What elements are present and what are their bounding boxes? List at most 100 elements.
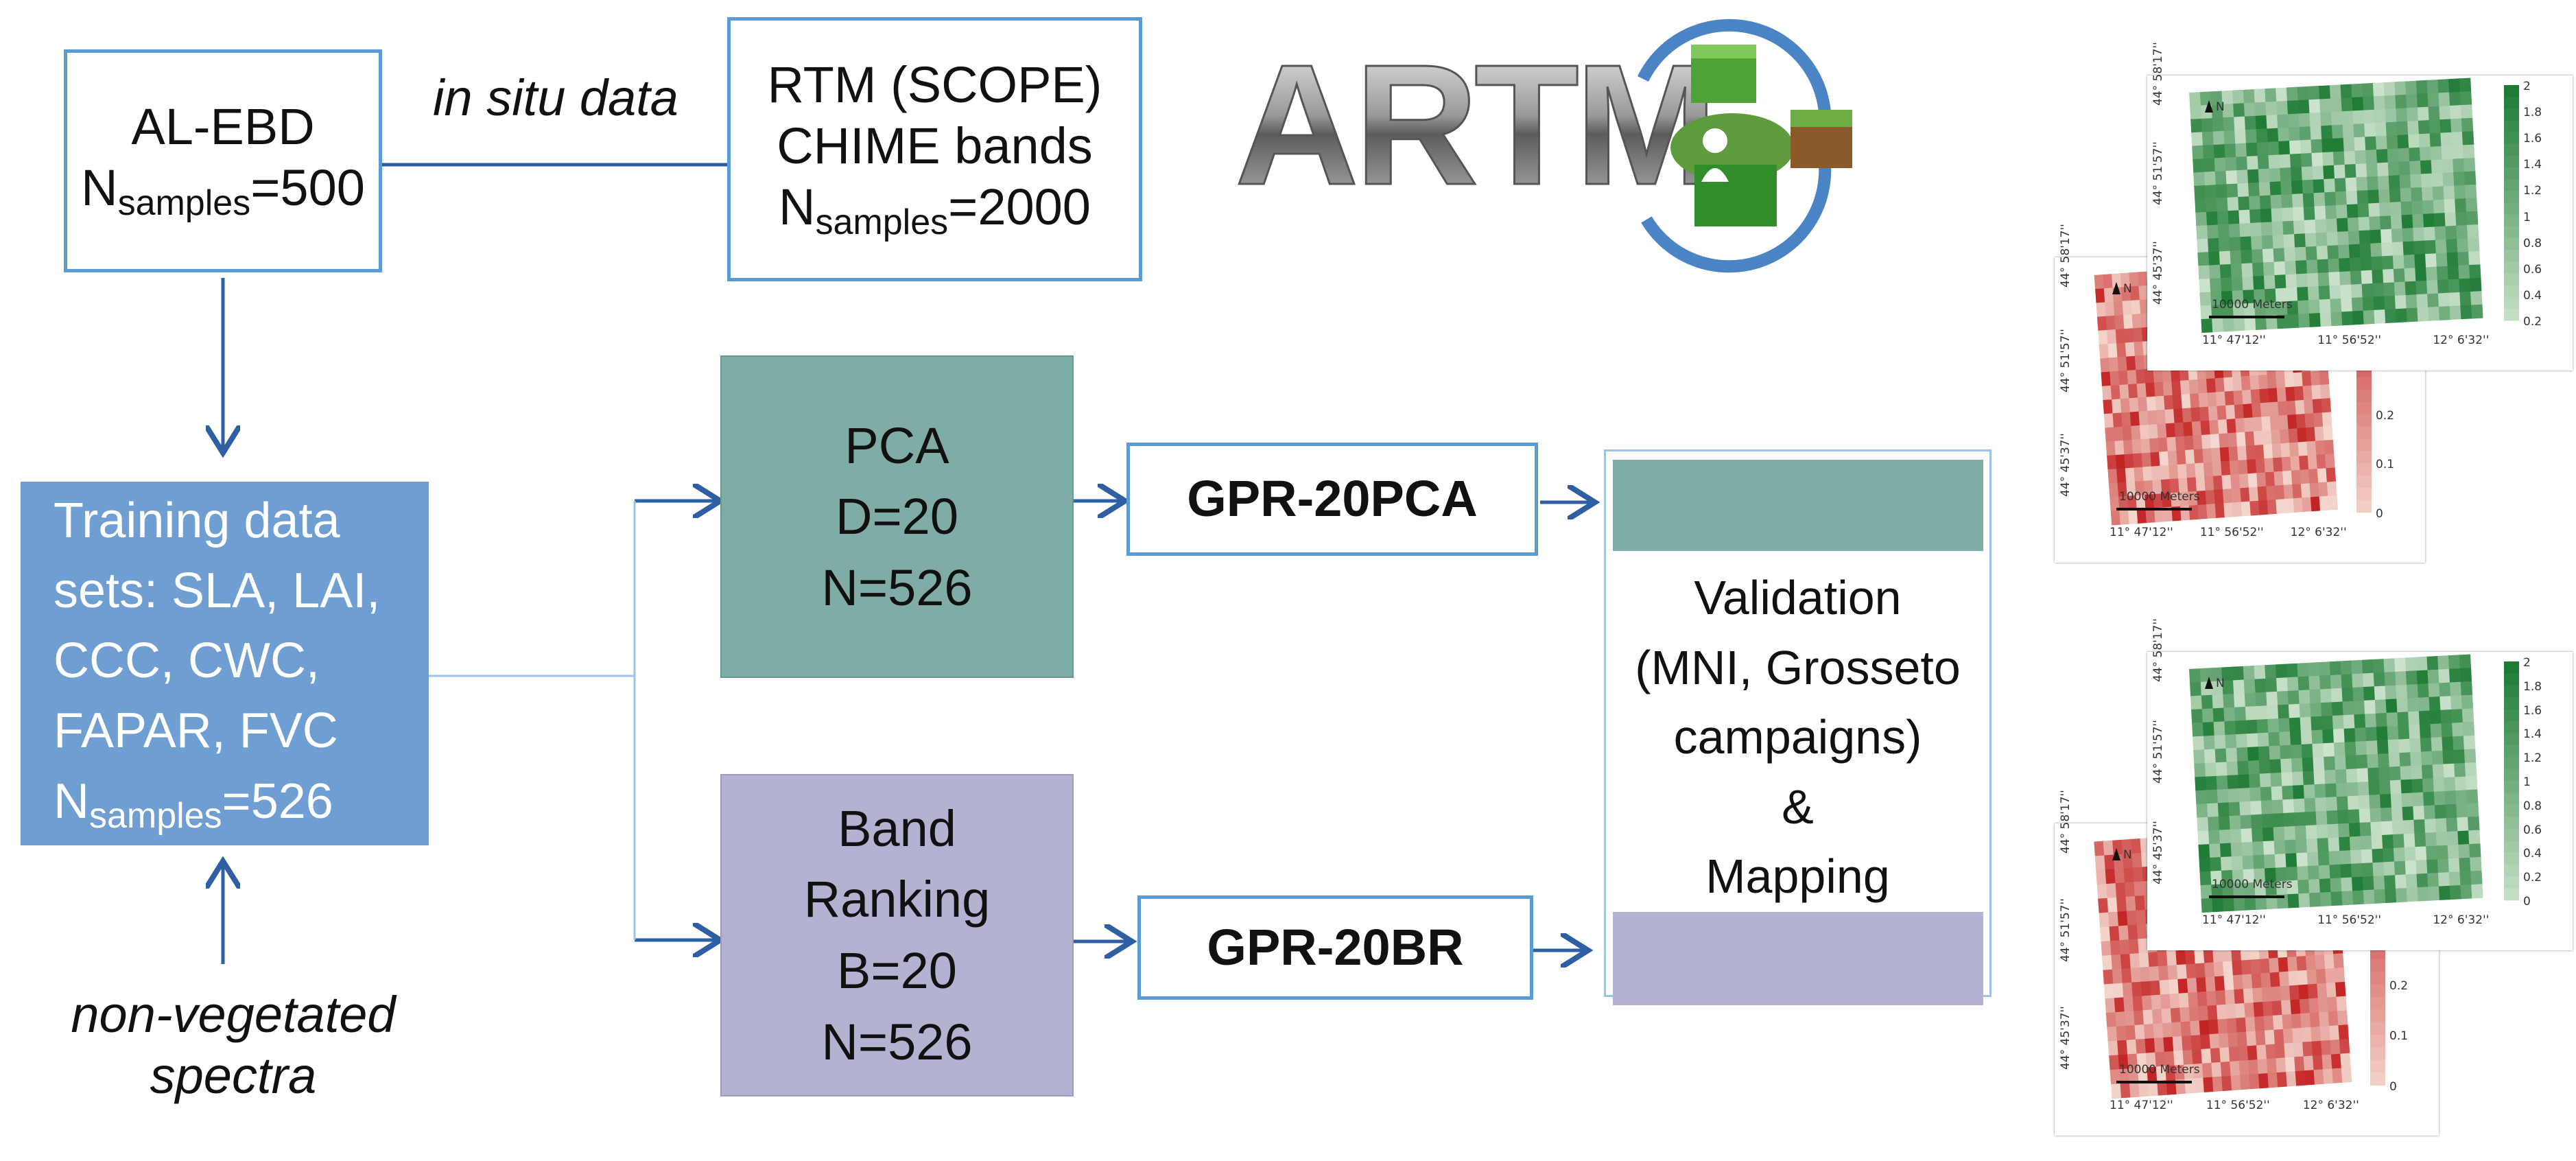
colorbar-tick-label: 0.6	[2523, 823, 2542, 837]
colorbar-tick-label: 1.2	[2523, 184, 2542, 198]
br-line-2: Ranking	[803, 871, 991, 928]
x-tick-label: 11° 47'12''	[2110, 1099, 2173, 1112]
br-bands: B=20	[837, 942, 957, 999]
colorbar-tick-label: 0.4	[2523, 847, 2542, 861]
br-samples: N=526	[821, 1013, 973, 1070]
y-tick-label: 44° 58'17''	[2059, 790, 2072, 854]
colorbar-tick-label: 1.6	[2523, 132, 2542, 146]
training-line-4: FAPAR, FVC	[54, 703, 338, 759]
colorbar-tick-label: 0.4	[2523, 288, 2542, 303]
x-tick-label: 11° 47'12''	[2202, 333, 2266, 347]
br-line-1: Band	[838, 799, 956, 857]
colorbar-tick-label: 0	[2389, 1079, 2397, 1094]
band-ranking-node: Band Ranking B=20 N=526	[720, 774, 1074, 1096]
training-samples: Nsamples=526	[54, 773, 333, 836]
al-ebd-samples: Nsamples=500	[81, 159, 365, 224]
validation-br-band	[1612, 911, 1983, 1005]
x-tick-label: 11° 47'12''	[2110, 526, 2173, 539]
validation-line-5: Mapping	[1705, 849, 1890, 903]
pca-dimensions: D=20	[836, 488, 958, 546]
colorbar-tick-label: 1.8	[2523, 679, 2542, 694]
y-tick-label: 44° 51'57''	[2151, 719, 2165, 784]
split-connector	[429, 501, 636, 940]
colorbar-tick-label: 0	[2523, 894, 2531, 908]
al-ebd-node: AL-EBD Nsamples=500	[64, 49, 382, 272]
pca-title: PCA	[844, 417, 949, 474]
colorbar-tick-label: 1.4	[2523, 727, 2542, 742]
logo-text: ARTM	[1235, 29, 1714, 220]
scale-bar-label: 10000 Meters	[2119, 490, 2200, 504]
pca-samples: N=526	[821, 559, 973, 616]
gpr-20pca-node: GPR-20PCA	[1126, 443, 1538, 556]
validation-line-1: Validation	[1694, 571, 1902, 624]
colorbar-tick-label: 0.6	[2523, 262, 2542, 277]
in-situ-label: in situ data	[433, 69, 678, 126]
logo-o-emblem	[1637, 19, 1852, 273]
colorbar-tick-label: 1.8	[2523, 106, 2542, 120]
training-line-2: sets: SLA, LAI,	[54, 563, 381, 618]
y-tick-label: 44° 45'37''	[2059, 1006, 2072, 1070]
y-tick-label: 44° 45'37''	[2151, 821, 2165, 884]
gpr-20pca-label: GPR-20PCA	[1187, 470, 1478, 528]
scale-bar-label: 10000 Meters	[2119, 1063, 2200, 1077]
north-label: N	[2123, 282, 2132, 296]
colorbar-tick-label: 1.4	[2523, 158, 2542, 172]
validation-line-2: (MNI, Grosseto	[1635, 640, 1961, 694]
colorbar-tick-label: 0.8	[2523, 236, 2542, 250]
training-line-3: CCC, CWC,	[54, 633, 320, 689]
y-tick-label: 44° 51'57''	[2059, 898, 2072, 962]
scale-bar-label: 10000 Meters	[2212, 878, 2293, 891]
y-tick-label: 44° 51'57''	[2059, 328, 2072, 392]
y-tick-label: 44° 45'37''	[2059, 433, 2072, 497]
y-tick-label: 44° 51'57''	[2151, 141, 2165, 205]
validation-line-4: &	[1782, 779, 1814, 834]
x-tick-label: 12° 6'32''	[2302, 1099, 2359, 1112]
colorbar-tick-label: 0.1	[2389, 1029, 2409, 1043]
pca-node: PCA D=20 N=526	[720, 355, 1074, 678]
validation-node: Validation (MNI, Grosseto campaigns) & M…	[1604, 449, 1992, 1005]
colorbar-tick-label: 1	[2523, 775, 2531, 789]
gpr-20br-label: GPR-20BR	[1207, 918, 1464, 976]
y-tick-label: 44° 45'37''	[2151, 241, 2165, 305]
north-label: N	[2216, 100, 2225, 114]
rtm-node: RTM (SCOPE) CHIME bands Nsamples=2000	[727, 17, 1142, 281]
colorbar-tick-label: 2	[2523, 656, 2531, 670]
y-tick-label: 44° 58'17''	[2151, 42, 2165, 106]
north-label: N	[2123, 848, 2132, 862]
al-ebd-title: AL-EBD	[131, 98, 315, 156]
x-tick-label: 12° 6'32''	[2433, 333, 2490, 347]
y-tick-label: 44° 58'17''	[2059, 224, 2072, 288]
colorbar-tick-label: 0.1	[2376, 458, 2395, 472]
validation-line-3: campaigns)	[1673, 710, 1922, 764]
x-tick-label: 11° 56'52''	[2199, 526, 2264, 539]
colorbar-tick-label: 0.2	[2389, 978, 2409, 993]
colorbar-tick-label: 0	[2376, 506, 2383, 521]
x-tick-label: 12° 6'32''	[2290, 526, 2347, 539]
scale-bar-label: 10000 Meters	[2212, 298, 2293, 312]
gpr-20br-node: GPR-20BR	[1137, 895, 1533, 1000]
colorbar-tick-label: 2	[2523, 80, 2531, 93]
colorbar-tick-label: 0.2	[2376, 408, 2395, 423]
colorbar-tick-label: 0.8	[2523, 799, 2542, 813]
y-tick-label: 44° 58'17''	[2151, 618, 2165, 682]
rtm-model: RTM (SCOPE)	[767, 56, 1102, 113]
north-label: N	[2216, 677, 2225, 690]
x-tick-label: 11° 47'12''	[2202, 913, 2266, 927]
non-vegetated-label: non-vegetated spectra	[71, 986, 396, 1104]
colorbar-tick-label: 1.6	[2523, 703, 2542, 718]
colorbar-tick-label: 1.2	[2523, 751, 2542, 766]
x-tick-label: 11° 56'52''	[2317, 913, 2381, 927]
rtm-bands: CHIME bands	[777, 117, 1093, 174]
rtm-samples: Nsamples=2000	[779, 178, 1091, 242]
x-tick-label: 11° 56'52''	[2317, 333, 2381, 347]
validation-pca-band	[1612, 460, 1983, 551]
training-data-node: Training data sets: SLA, LAI, CCC, CWC, …	[21, 482, 429, 845]
colorbar-tick-label: 0.2	[2523, 315, 2542, 329]
colorbar-tick-label: 0.2	[2523, 871, 2542, 885]
colorbar-tick-label: 1	[2523, 210, 2531, 224]
map-green-upper: N 10000 Meters 11° 47'12'' 11° 56'52'' 12° 6…	[2147, 42, 2573, 371]
x-tick-label: 12° 6'32''	[2433, 913, 2490, 927]
training-line-1: Training data	[54, 493, 340, 548]
